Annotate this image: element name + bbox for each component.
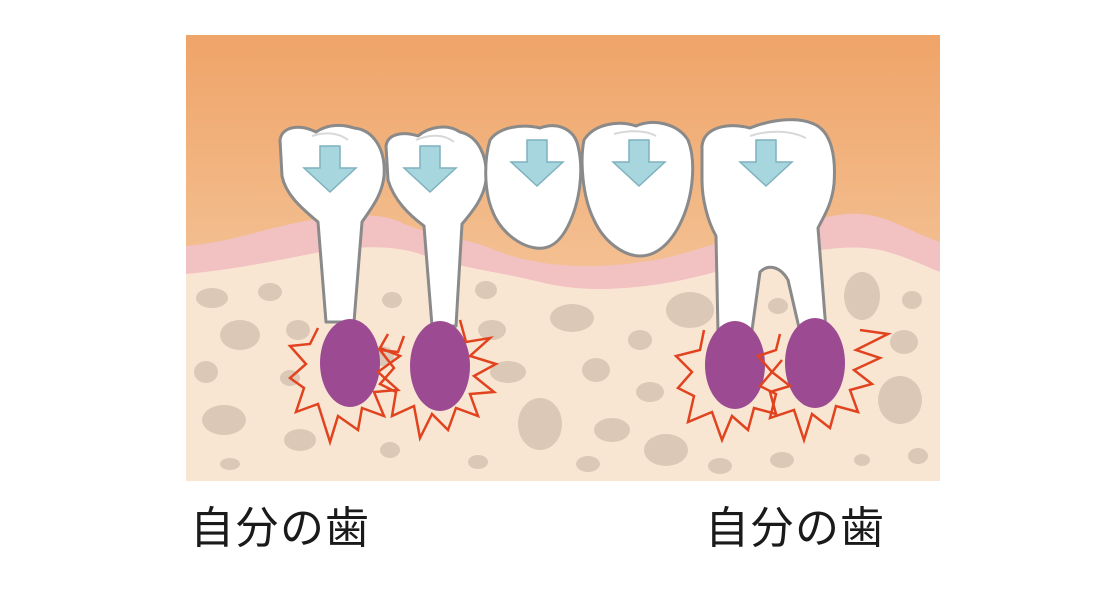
- impact-burst-icon: [673, 329, 793, 444]
- down-arrow-icon: [402, 145, 458, 194]
- label-own-tooth-left: 自分の歯: [190, 503, 370, 554]
- tooth-1: [278, 123, 386, 324]
- down-arrow-icon: [738, 139, 794, 188]
- down-arrow-icon: [509, 139, 565, 188]
- tooth-5: [700, 118, 836, 334]
- bone-spots: [194, 272, 928, 474]
- implant-2: [410, 321, 470, 411]
- impact-burst-icon: [755, 328, 893, 445]
- impact-burst-icon: [377, 319, 500, 442]
- implant-1: [320, 319, 380, 407]
- label-own-tooth-right: 自分の歯: [705, 503, 885, 554]
- tooth-4: [580, 121, 695, 258]
- down-arrow-icon: [611, 139, 667, 188]
- implant-4: [785, 318, 845, 408]
- tooth-3: [484, 124, 583, 250]
- impact-burst-icon: [287, 327, 403, 447]
- down-arrow-icon: [302, 145, 358, 194]
- implant-3: [705, 321, 765, 409]
